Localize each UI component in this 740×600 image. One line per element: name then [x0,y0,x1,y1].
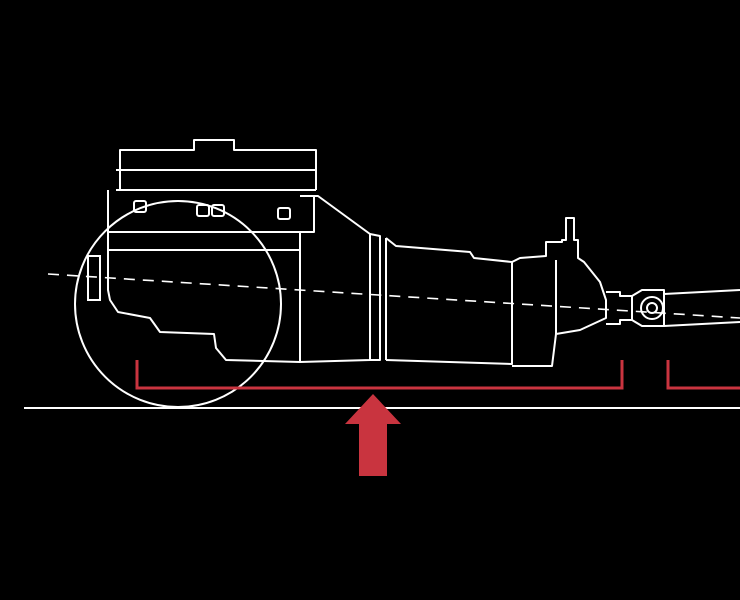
transmission [299,195,665,367]
support-bracket-rear [666,360,740,390]
arrow-up-icon [345,394,401,476]
engine-block [107,139,317,363]
centerline [47,273,740,319]
flywheel-circle [74,200,282,408]
front-pulley [87,255,101,301]
support-bracket-main [135,360,624,390]
driveshaft [663,289,740,327]
